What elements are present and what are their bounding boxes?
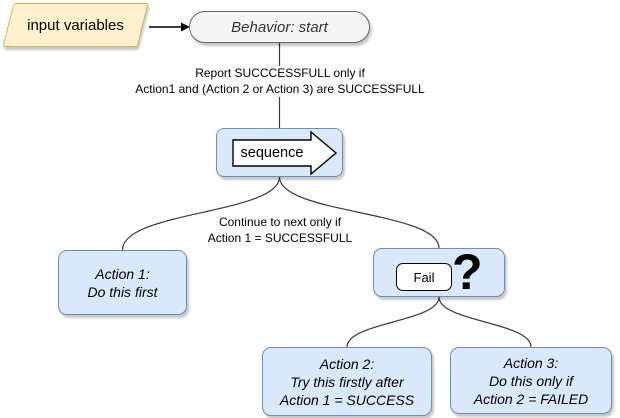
action3-node: Action 3: Do this only if Action 2 = FAI…	[450, 347, 612, 414]
action2-line2: Try this firstly after	[290, 373, 404, 390]
edge-sequence-to-action1	[121, 176, 281, 251]
question-mark-icon: ?	[452, 244, 483, 300]
continue-condition-line1: Continue to next only if	[218, 215, 342, 229]
action3-line3: Action 2 = FAILED	[473, 390, 589, 407]
edge-input-to-behavior	[149, 22, 190, 32]
action2-line1: Action 2:	[319, 355, 375, 372]
fail-badge: Fail	[396, 263, 452, 291]
action3-line1: Action 3:	[503, 354, 559, 371]
action2-node: Action 2: Try this firstly after Action …	[262, 347, 432, 416]
action2-line3: Action 1 = SUCCESS	[279, 391, 415, 408]
edge-fallback-to-action3	[438, 296, 532, 348]
input-variables-label: input variables	[27, 16, 124, 34]
sequence-arrow-icon	[232, 130, 338, 176]
arrowhead-icon	[181, 22, 190, 32]
continue-condition-line2: Action 1 = SUCCESSFULL	[207, 230, 353, 245]
behavior-start-node: Behavior: start	[189, 11, 370, 43]
continue-condition-note: Continue to next only if Action 1 = SUCC…	[192, 215, 368, 246]
behavior-start-label: Behavior: start	[231, 18, 328, 36]
edge-sequence-to-fallback	[278, 176, 440, 249]
fallback-node: Fail ?	[373, 244, 505, 300]
edge-fallback-to-action2	[346, 296, 440, 348]
sequence-node: sequence	[216, 128, 343, 177]
action1-line2: Do this first	[87, 283, 158, 300]
input-variables-node: input variables	[2, 3, 149, 47]
report-condition-line2: Action1 and (Action 2 or Action 3) are S…	[135, 81, 425, 96]
report-condition-note: Report SUCCCESSFULL only if Action1 and …	[120, 66, 440, 97]
report-condition-line1: Report SUCCCESSFULL only if	[195, 66, 365, 80]
action1-line1: Action 1:	[95, 265, 150, 282]
fail-label: Fail	[413, 269, 435, 285]
action1-node: Action 1: Do this first	[58, 250, 187, 315]
action3-line2: Do this only if	[488, 372, 574, 389]
sequence-label: sequence	[240, 145, 304, 161]
